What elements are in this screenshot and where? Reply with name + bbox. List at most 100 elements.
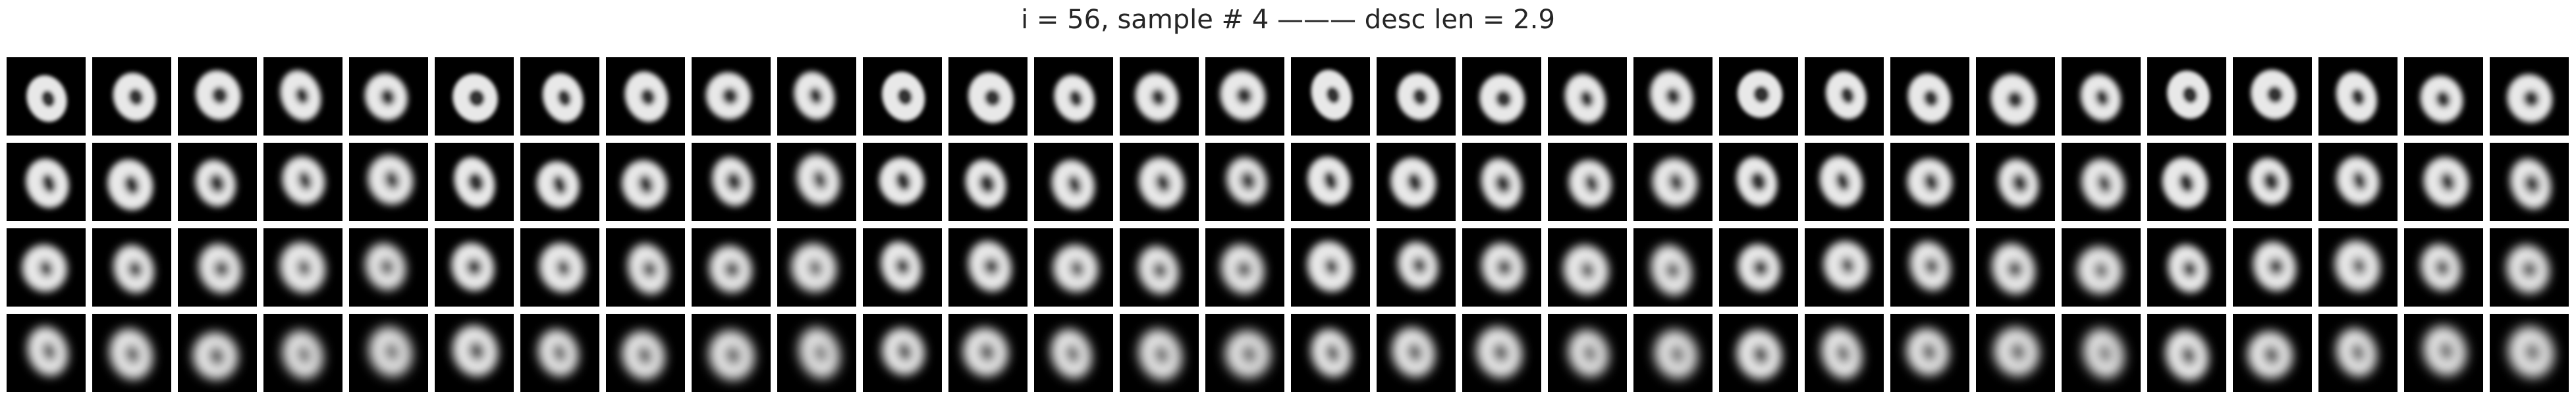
- sample-image-tile: [520, 228, 599, 307]
- digit-sample-image: [1819, 156, 1863, 207]
- digit-sample-image: [2506, 245, 2550, 293]
- digit-sample-image: [1311, 70, 1352, 120]
- digit-sample-image: [542, 73, 584, 122]
- digit-sample-image: [280, 70, 321, 121]
- digit-sample-image: [2081, 159, 2125, 209]
- sample-image-tile: [948, 57, 1028, 136]
- digit-sample-image: [1226, 157, 1267, 205]
- digit-sample-image: [1998, 159, 2039, 207]
- sample-image-tile: [2233, 228, 2312, 307]
- sample-image-tile: [2404, 228, 2483, 307]
- digit-sample-image: [2080, 74, 2122, 121]
- digit-sample-image: [196, 70, 241, 120]
- digit-sample-image: [536, 161, 580, 209]
- sample-image-tile: [263, 314, 343, 392]
- sample-image-tile: [1719, 314, 1798, 392]
- digit-sample-image: [1909, 241, 1951, 291]
- sample-image-tile: [1719, 228, 1798, 307]
- sample-image-tile: [263, 57, 343, 136]
- digit-sample-image: [1655, 330, 1698, 379]
- sample-image-tile: [863, 228, 942, 307]
- sample-image-tile: [777, 314, 856, 392]
- digit-sample-image: [2249, 158, 2290, 205]
- digit-sample-image: [2336, 72, 2377, 122]
- digit-sample-image: [22, 244, 67, 292]
- digit-sample-image: [1652, 158, 1698, 207]
- digit-sample-image: [709, 330, 755, 380]
- digit-sample-image: [1307, 156, 1351, 205]
- digit-sample-image: [2162, 157, 2208, 209]
- sample-image-tile: [1890, 314, 1969, 392]
- sample-image-tile: [1805, 314, 1884, 392]
- digit-sample-image: [2420, 75, 2463, 123]
- sample-image-tile: [1034, 314, 1113, 392]
- sample-image-tile: [777, 143, 856, 221]
- digit-sample-image: [113, 245, 154, 293]
- sample-image-tile: [692, 143, 771, 221]
- digit-sample-image: [1138, 157, 1184, 209]
- digit-sample-image: [2247, 331, 2293, 379]
- sample-image-tile: [1548, 314, 1627, 392]
- sample-image-tile: [2062, 314, 2141, 392]
- sample-image-tile: [1205, 57, 1284, 136]
- digit-sample-image: [1397, 73, 1440, 120]
- sample-image-tile: [1120, 314, 1199, 392]
- digit-sample-image: [624, 71, 669, 122]
- sample-image-tile: [2318, 57, 2398, 136]
- digit-sample-image: [1736, 330, 1782, 380]
- digit-sample-image: [27, 326, 69, 376]
- sample-image-tile: [349, 57, 428, 136]
- sample-image-tile: [606, 314, 685, 392]
- digit-sample-image: [712, 157, 753, 207]
- sample-image-tile: [2404, 314, 2483, 392]
- sample-image-tile: [1976, 57, 2055, 136]
- sample-image-tile: [520, 57, 599, 136]
- sample-image-tile: [606, 57, 685, 136]
- digit-sample-image: [1392, 327, 1435, 377]
- sample-image-tile: [1890, 228, 1969, 307]
- sample-image-tile: [777, 228, 856, 307]
- sample-image-tile: [520, 143, 599, 221]
- sample-image-tile: [2147, 143, 2226, 221]
- digit-sample-image: [881, 72, 925, 121]
- sample-image-tile: [2318, 143, 2398, 221]
- digit-sample-image: [1651, 245, 1692, 295]
- sample-image-tile: [263, 143, 343, 221]
- digit-sample-image: [2334, 240, 2380, 291]
- digit-sample-image: [1563, 245, 1609, 295]
- sample-image-tile: [1719, 143, 1798, 221]
- digit-sample-image: [1479, 74, 1525, 123]
- digit-sample-image: [1481, 158, 1522, 209]
- sample-image-tile: [435, 57, 514, 136]
- sample-image-tile: [1633, 143, 1713, 221]
- sample-image-tile: [1976, 228, 2055, 307]
- digit-sample-image: [2168, 245, 2209, 293]
- sample-image-tile: [2062, 143, 2141, 221]
- sample-image-tile: [349, 143, 428, 221]
- sample-image-tile: [2318, 228, 2398, 307]
- sample-image-tile: [2062, 228, 2141, 307]
- sample-image-tile: [1462, 314, 1541, 392]
- digit-sample-image: [1051, 159, 1095, 209]
- sample-image-tile: [1120, 57, 1199, 136]
- digit-sample-image: [1738, 244, 1781, 291]
- digit-sample-image: [963, 328, 1008, 376]
- digit-sample-image: [881, 241, 922, 291]
- digit-sample-image: [279, 242, 325, 293]
- digit-sample-image: [26, 159, 69, 209]
- digit-sample-image: [192, 332, 238, 380]
- digit-sample-image: [537, 329, 579, 376]
- sample-image-tile: [178, 314, 257, 392]
- digit-sample-image: [1481, 243, 1525, 291]
- sample-image-tile: [1462, 57, 1541, 136]
- digit-sample-image: [109, 328, 153, 380]
- sample-image-tile: [349, 228, 428, 307]
- digit-sample-image: [1907, 73, 1951, 123]
- digit-sample-image: [454, 157, 495, 208]
- sample-image-tile: [2147, 314, 2226, 392]
- sample-image-tile: [606, 228, 685, 307]
- digit-sample-image: [2510, 159, 2552, 209]
- sample-image-tile: [1120, 228, 1199, 307]
- sample-image-tile: [777, 57, 856, 136]
- digit-sample-image: [2167, 70, 2210, 119]
